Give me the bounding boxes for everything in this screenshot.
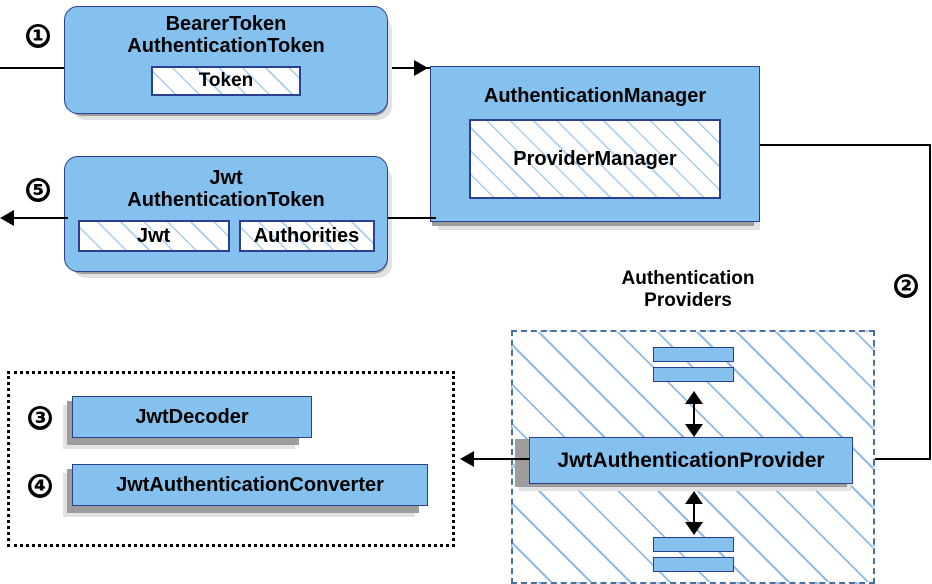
provider-up-line [693,398,695,428]
manager-to-provider-bottom-segment [862,458,930,460]
jwt-token-inner-jwt-label: Jwt [136,224,171,247]
provider-manager-label: ProviderManager [513,148,677,171]
authentication-manager-inner-provider-manager-box[interactable]: ProviderManager [469,119,721,200]
provider-up-arrowhead-top [685,391,703,404]
bearer-token-title-line2: AuthenticationToken [127,35,325,58]
response-out-line [14,217,68,219]
jwt-decoder-box[interactable]: JwtDecoder [72,396,312,438]
jwt-token-inner-row: Jwt Authorities [77,219,375,252]
bearer-to-manager-arrowhead [414,60,428,76]
jwt-token-inner-jwt-box[interactable]: Jwt [77,219,230,252]
authentication-providers-title-line2: Providers [644,290,732,312]
bearer-token-title: BearerToken AuthenticationToken [127,13,324,58]
provider-down-arrowhead-top [685,491,703,504]
jwt-token-inner-authorities-box[interactable]: Authorities [238,219,375,252]
badge-step-4-label: ❹ [29,472,51,500]
jwt-decoder-group-region [7,371,455,547]
bearer-token-inner-token-box[interactable]: Token [151,65,301,96]
jwt-token-title-line1: Jwt [209,167,243,189]
provider-down-arrowhead-bottom [685,522,703,535]
provider-up-arrowhead-bottom [685,424,703,437]
badge-step-1-label: ❶ [27,22,49,50]
authentication-manager-title: AuthenticationManager [483,85,707,107]
badge-step-4: ❹ [28,474,52,498]
bearer-to-manager-line [390,67,430,69]
bearer-token-title-line1: BearerToken [165,13,287,35]
jwt-authentication-provider-label: JwtAuthenticationProvider [557,448,825,472]
jwt-token-title: Jwt AuthenticationToken [127,167,324,212]
jwt-authentication-provider-box[interactable]: JwtAuthenticationProvider [529,437,853,484]
manager-to-provider-vertical-segment [929,144,931,460]
provider-to-decoder-line [474,458,530,460]
request-in-line [0,67,66,69]
jwt-token-title-line2: AuthenticationToken [127,189,325,212]
provider-down-line [693,498,695,526]
provider-to-decoder-arrowhead [460,451,474,467]
authentication-manager-box[interactable]: AuthenticationManager ProviderManager [430,66,760,222]
jwt-authentication-converter-label: JwtAuthenticationConverter [116,473,384,496]
provider-stack-top-bar-1 [653,347,734,362]
badge-step-5: ❺ [26,178,50,202]
manager-to-provider-top-segment [760,144,930,146]
provider-stack-bottom-bar-1 [653,537,734,552]
badge-step-3: ❸ [28,406,52,430]
badge-step-1: ❶ [26,24,50,48]
jwt-authentication-converter-box[interactable]: JwtAuthenticationConverter [72,464,428,506]
manager-to-jwt-token-line [388,217,436,219]
provider-stack-bottom-bar-2 [653,557,734,572]
response-out-arrowhead [0,210,14,226]
jwt-decoder-label: JwtDecoder [135,405,249,428]
badge-step-2-label: ❷ [895,272,917,300]
authentication-providers-title: Authentication Providers [578,268,798,313]
provider-stack-top-bar-2 [653,367,734,382]
badge-step-3-label: ❸ [29,404,51,432]
badge-step-2: ❷ [894,274,918,298]
bearer-token-authentication-token-box[interactable]: BearerToken AuthenticationToken Token [64,6,388,114]
authentication-providers-title-line1: Authentication [621,268,755,289]
bearer-token-inner-label: Token [198,70,254,92]
jwt-authentication-token-box[interactable]: Jwt AuthenticationToken Jwt Authorities [64,156,388,272]
jwt-token-inner-authorities-label: Authorities [253,224,360,247]
badge-step-5-label: ❺ [27,176,49,204]
